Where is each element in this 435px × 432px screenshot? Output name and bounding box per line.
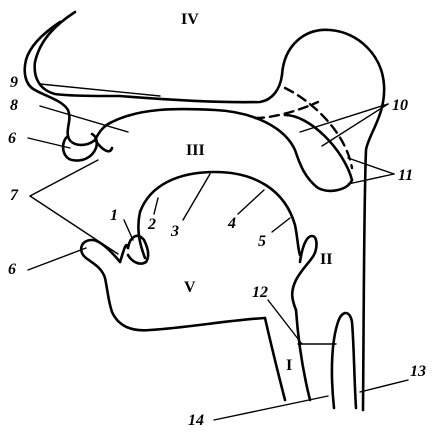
label-11: 11 [398, 167, 413, 184]
label-13: 13 [410, 363, 426, 380]
label-6-bottom: 6 [8, 261, 16, 278]
leader-2 [154, 198, 158, 214]
lower-lip-outline [81, 240, 265, 330]
label-10: 10 [392, 97, 408, 114]
region-label-iii: III [186, 142, 205, 159]
region-label-i: I [286, 357, 292, 374]
nasal-cavity-outline [35, 12, 282, 102]
label-2: 2 [147, 216, 156, 233]
leader-7-b [30, 196, 118, 254]
region-label-iv: IV [181, 11, 199, 28]
epiglottis [292, 236, 316, 310]
label-8: 8 [10, 97, 18, 114]
arytenoid-outline [332, 313, 356, 408]
palate-outline [95, 109, 352, 191]
label-6-top: 6 [8, 130, 16, 147]
tongue-tip [128, 236, 148, 264]
larynx-back-wall [296, 310, 310, 400]
leader-6-bottom [28, 248, 86, 270]
leader-3 [183, 174, 210, 220]
leader-14 [214, 396, 328, 420]
leader-5 [272, 218, 290, 232]
label-9: 9 [10, 74, 18, 91]
label-5: 5 [258, 233, 266, 250]
label-12: 12 [252, 284, 268, 301]
leader-4 [238, 190, 264, 214]
label-3: 3 [170, 223, 179, 240]
tongue-dorsum [138, 172, 300, 258]
leader-11-b [348, 174, 394, 184]
label-14: 14 [188, 412, 204, 429]
nose-outline [25, 22, 95, 145]
label-1: 1 [110, 207, 118, 224]
region-label-ii: II [320, 251, 332, 268]
larynx-front-wall [265, 318, 285, 400]
leader-1 [124, 220, 133, 240]
leader-8 [40, 106, 128, 132]
region-label-v: V [184, 279, 196, 296]
leader-11-a [348, 158, 394, 174]
lower-incisor [120, 245, 128, 262]
label-4: 4 [227, 215, 236, 232]
leader-13 [360, 380, 408, 392]
leader-7-a [30, 160, 98, 196]
label-7: 7 [10, 187, 19, 204]
